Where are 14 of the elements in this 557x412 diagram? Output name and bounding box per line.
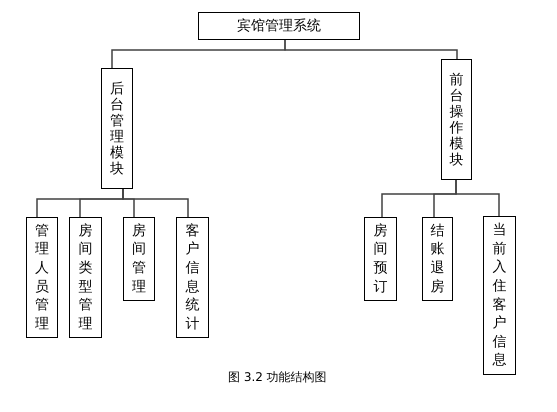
function-box: 客户信息统计 [176,217,209,338]
connector-line [455,180,500,216]
root-box: 宾馆管理系统 [198,12,360,40]
function-box: 管理人员管理 [26,217,58,338]
connector-line [122,189,189,217]
caption: 图 3.2 功能结构图 [228,369,327,386]
function-box: 房间预订 [364,217,397,301]
function-box: 房间类型管理 [69,217,102,338]
module-box: 前台操作模块 [441,59,472,180]
function-box: 结账退房 [422,217,453,301]
function-box: 房间管理 [123,217,155,301]
connector-line [284,40,458,59]
function-box: 当前入住客户信息 [483,216,516,375]
module-box: 后台管理模块 [101,68,133,189]
